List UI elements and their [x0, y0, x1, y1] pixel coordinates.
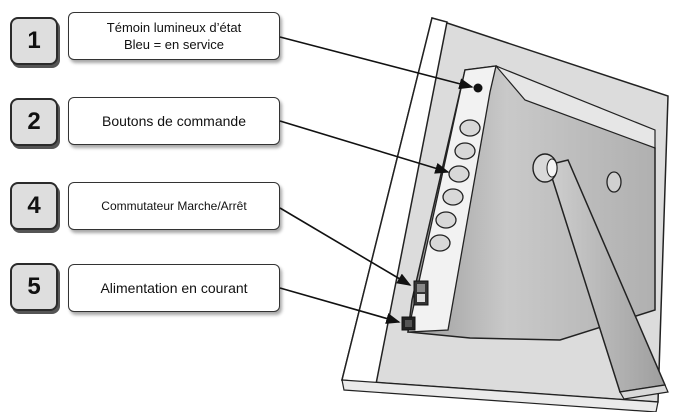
- hinge: [532, 153, 622, 193]
- callout-label-line: Boutons de commande: [102, 112, 246, 129]
- callout-number-1: 1: [10, 17, 58, 65]
- callout-label-line: Commutateur Marche/Arrêt: [101, 198, 247, 213]
- callout-label-power-switch: Commutateur Marche/Arrêt: [68, 182, 280, 230]
- button-up: [459, 119, 481, 137]
- callout-label-control-buttons: Boutons de commande: [68, 97, 280, 145]
- arrow-to-led: [279, 36, 474, 90]
- callout-label-line: Alimentation en courant: [100, 279, 248, 296]
- power-input-icon: [401, 316, 416, 331]
- button-left: [442, 188, 464, 206]
- leader-arrows: [279, 36, 474, 324]
- button-enter: [448, 165, 470, 183]
- control-buttons: [429, 119, 481, 252]
- button-exit: [429, 234, 451, 252]
- button-down: [454, 142, 476, 160]
- stand: [547, 159, 669, 400]
- power-switch-icon: [413, 280, 429, 306]
- status-led-icon: [473, 83, 483, 93]
- arrow-to-switch: [279, 207, 412, 286]
- callout-number-2: 2: [10, 98, 58, 146]
- callout-label-line: Témoin lumineux d’état: [106, 20, 242, 35]
- arrow-to-power-input: [279, 287, 401, 324]
- callout-number-5: 5: [10, 263, 58, 311]
- callout-label-power-supply: Alimentation en courant: [68, 264, 280, 312]
- callout-label-line: Bleu = en service: [123, 37, 225, 52]
- button-right: [435, 211, 457, 229]
- callout-number-4: 4: [10, 182, 58, 230]
- arrow-to-buttons: [279, 120, 450, 174]
- callout-label-status-led: Témoin lumineux d’état Bleu = en service: [68, 12, 280, 60]
